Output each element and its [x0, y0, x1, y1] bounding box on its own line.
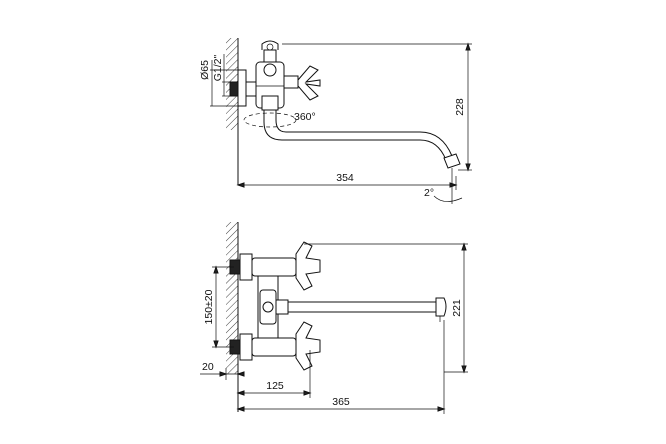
svg-text:2°: 2°	[424, 187, 434, 199]
svg-text:150±20: 150±20	[203, 289, 215, 324]
dim-depth: 221	[304, 242, 468, 374]
top-view: 150±20 20 221 125	[200, 222, 468, 414]
cross-handle-top-upper	[295, 241, 321, 291]
svg-text:125: 125	[266, 380, 284, 392]
spout-side	[263, 110, 461, 176]
shower-holder	[261, 40, 279, 63]
svg-text:228: 228	[454, 98, 466, 116]
cross-handle-side	[283, 65, 321, 101]
svg-text:G1/2": G1/2"	[212, 54, 224, 81]
side-view: 360° Ø65 G1/2" 228	[199, 38, 472, 204]
rotation-ellipse	[243, 112, 297, 128]
dim-thread: G1/2"	[212, 54, 230, 97]
svg-text:354: 354	[336, 172, 354, 184]
dim-base-length: 125	[236, 350, 312, 398]
dim-offset: 20	[200, 361, 245, 380]
svg-text:221: 221	[451, 299, 463, 317]
svg-text:365: 365	[332, 396, 350, 408]
svg-text:20: 20	[202, 361, 214, 373]
tip-angle: 2°	[424, 176, 463, 204]
diverter	[259, 289, 289, 325]
wall-top	[226, 222, 239, 412]
upper-inlet	[229, 253, 297, 281]
dim-total-length: 365	[236, 320, 446, 414]
dim-height: 228	[282, 42, 472, 172]
wall-side	[226, 38, 239, 185]
cross-handle-top-lower	[295, 321, 321, 371]
svg-text:Ø65: Ø65	[199, 60, 211, 80]
valve-body	[255, 61, 285, 111]
dim-diameter: Ø65	[199, 60, 238, 107]
wall-flange	[229, 69, 257, 107]
rotation-spout-label: 360°	[294, 111, 316, 123]
dim-spacing: 150±20	[203, 265, 234, 349]
dim-length: 354	[236, 172, 458, 190]
spout-top	[288, 297, 447, 322]
